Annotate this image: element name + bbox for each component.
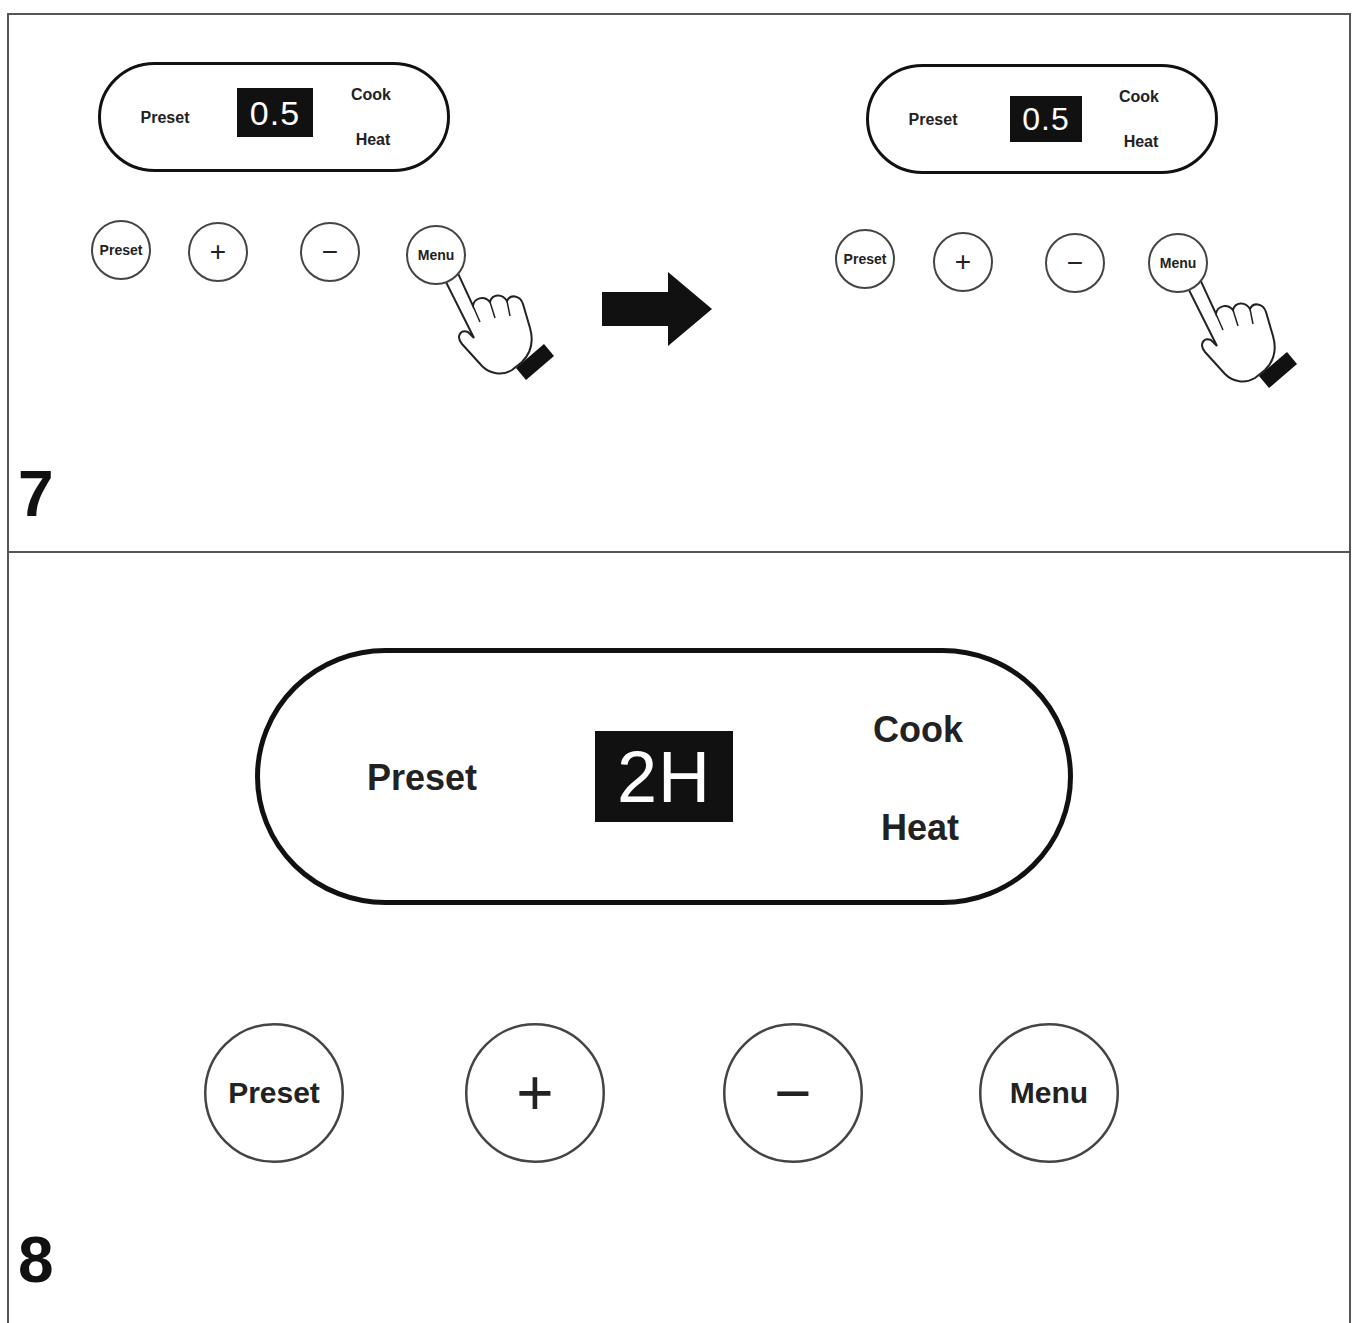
button-circle xyxy=(980,1024,1118,1162)
control-button: + xyxy=(188,222,248,282)
button-label: − xyxy=(1067,249,1083,277)
control-button: Menu xyxy=(1148,233,1208,293)
button-circle xyxy=(1149,234,1207,292)
control-button: − xyxy=(1045,233,1105,293)
indicator-label: Preset xyxy=(367,760,477,796)
control-button: Preset xyxy=(835,229,895,289)
lcd-readout: 0.5 xyxy=(1010,96,1082,142)
indicator-label: Cook xyxy=(1119,89,1159,105)
pointing-hand xyxy=(438,260,554,380)
finger-lines xyxy=(473,301,510,322)
button-label: Menu xyxy=(1010,1078,1088,1108)
display-border xyxy=(100,64,449,171)
readout-value: 0.5 xyxy=(1022,103,1069,135)
indicator-label: Cook xyxy=(351,87,391,103)
readout-value: 2H xyxy=(617,741,711,813)
control-button: Preset xyxy=(204,1023,344,1163)
control-button: + xyxy=(933,232,993,292)
button-circle xyxy=(836,230,894,288)
display-panel: 2H Preset CookHeat xyxy=(255,648,1073,905)
display-border xyxy=(258,651,1071,903)
lcd-readout: 2H xyxy=(595,731,733,822)
readout-value: 0.5 xyxy=(250,96,300,130)
control-button: + xyxy=(465,1023,605,1163)
panel-frame xyxy=(8,14,1350,1323)
button-circle xyxy=(934,233,992,291)
button-label: Preset xyxy=(844,252,887,266)
button-label: Menu xyxy=(1160,256,1197,270)
button-label: Preset xyxy=(228,1078,320,1108)
control-button: − xyxy=(723,1023,863,1163)
panel-divider xyxy=(8,551,1350,553)
block-arrow xyxy=(602,272,712,346)
button-circle xyxy=(92,221,150,279)
button-circle xyxy=(301,223,359,281)
control-button: − xyxy=(300,222,360,282)
display-border xyxy=(868,66,1217,173)
indicator-label: Cook xyxy=(873,712,963,748)
button-label: − xyxy=(322,238,338,266)
button-circle xyxy=(1046,234,1104,292)
step-number: 7 xyxy=(18,462,54,526)
button-circle xyxy=(466,1024,604,1162)
control-button: Menu xyxy=(406,225,466,285)
display-panel: 0.5 Preset CookHeat xyxy=(98,62,450,172)
button-label: + xyxy=(516,1061,553,1125)
button-circle xyxy=(189,223,247,281)
step-number: 8 xyxy=(18,1228,54,1292)
pointing-hand xyxy=(1181,268,1297,388)
hand-cuff xyxy=(1259,352,1297,388)
indicator-label: Heat xyxy=(881,810,959,846)
button-label: Menu xyxy=(418,248,455,262)
indicator-label: Heat xyxy=(1124,134,1159,150)
button-label: + xyxy=(955,248,971,276)
hand-cuff xyxy=(516,344,554,380)
indicator-label: Heat xyxy=(356,132,391,148)
button-circle xyxy=(724,1024,862,1162)
display-panel: 0.5 Preset CookHeat xyxy=(866,64,1218,174)
control-button: Menu xyxy=(979,1023,1119,1163)
button-label: Preset xyxy=(100,243,143,257)
button-circle xyxy=(205,1024,343,1162)
button-label: + xyxy=(210,238,226,266)
button-label: − xyxy=(774,1061,811,1125)
finger-lines xyxy=(1216,309,1253,330)
indicator-label: Preset xyxy=(141,110,190,126)
control-button: Preset xyxy=(91,220,151,280)
indicator-label: Preset xyxy=(909,112,958,128)
lcd-readout: 0.5 xyxy=(237,88,313,137)
button-circle xyxy=(407,226,465,284)
